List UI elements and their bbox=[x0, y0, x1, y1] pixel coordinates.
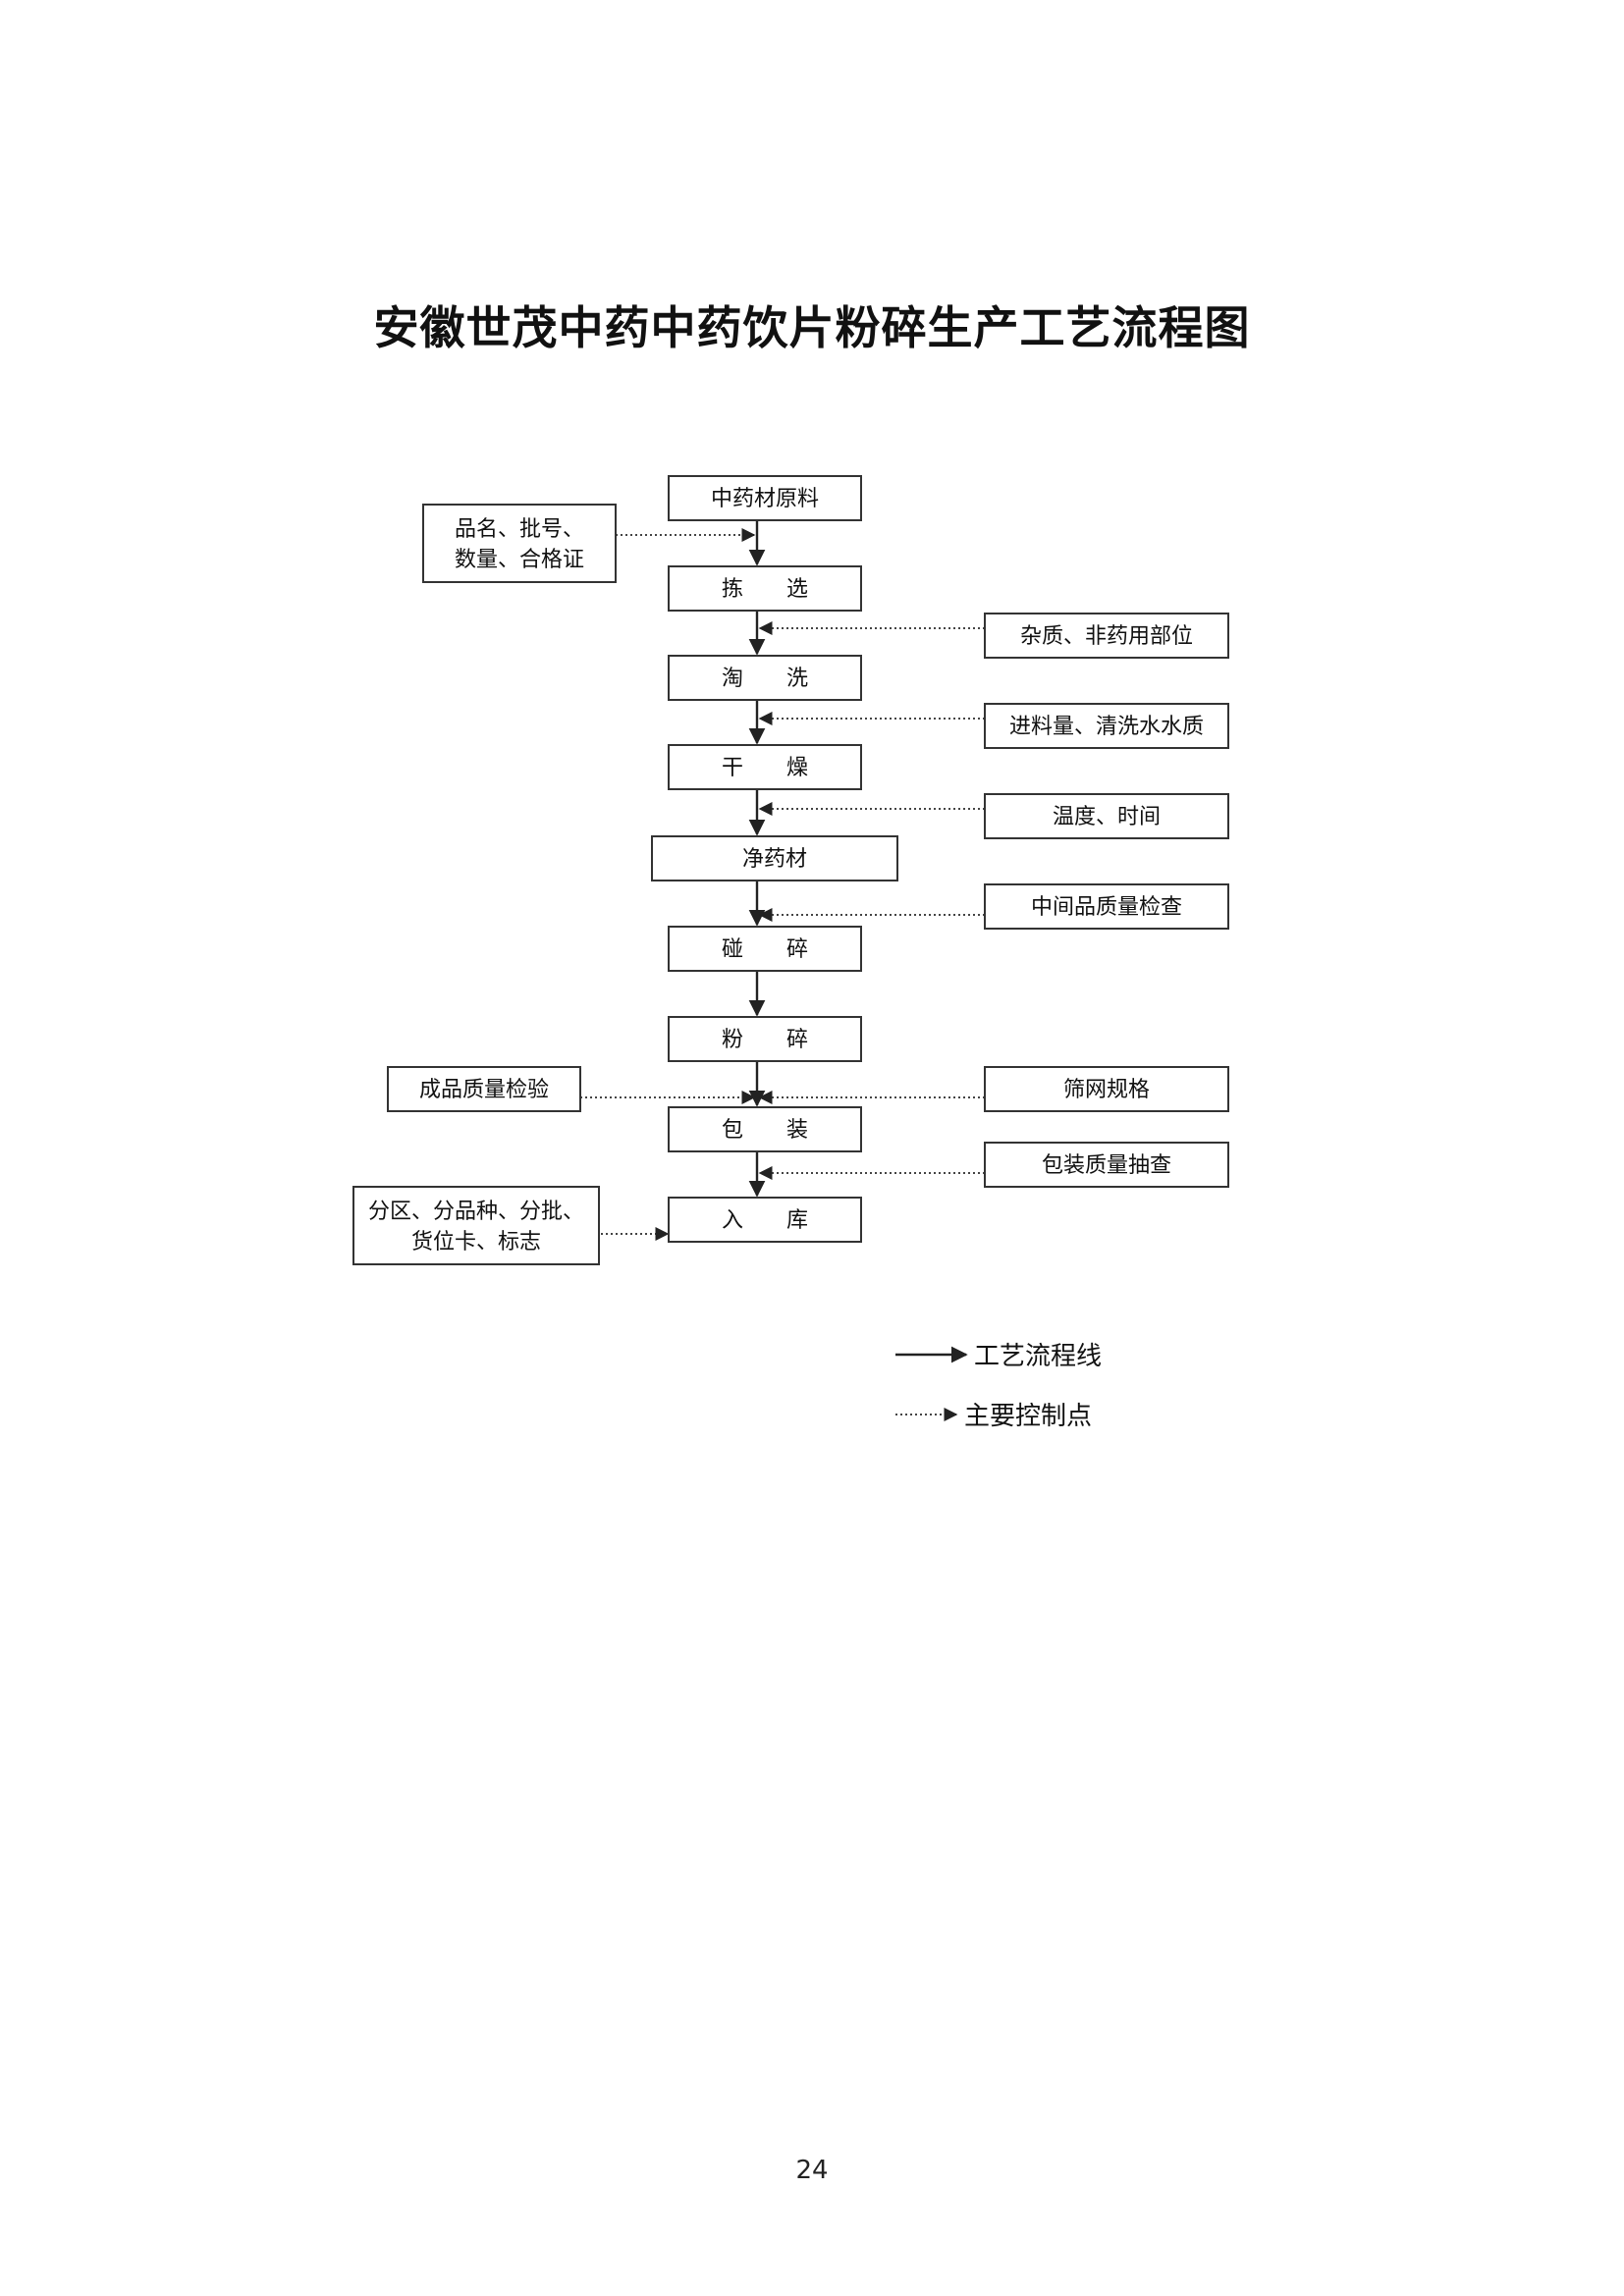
control-pack-check: 包装质量抽查 bbox=[984, 1142, 1229, 1188]
step-packing: 包 装 bbox=[668, 1106, 862, 1152]
step-label: 干 燥 bbox=[722, 756, 808, 780]
legend-control-point-label: 主要控制点 bbox=[964, 1402, 1092, 1431]
control-storage-info: 分区、分品种、分批、 货位卡、标志 bbox=[352, 1186, 600, 1265]
step-storage: 入 库 bbox=[668, 1197, 862, 1243]
control-input-info: 品名、批号、 数量、合格证 bbox=[422, 504, 617, 583]
control-label: 筛网规格 bbox=[1063, 1078, 1150, 1102]
step-label: 净药材 bbox=[742, 847, 807, 872]
diagram-title: 安徽世茂中药中药饮片粉碎生产工艺流程图 bbox=[373, 301, 1251, 354]
step-clean-material: 净药材 bbox=[651, 835, 898, 881]
control-wash-params: 进料量、清洗水水质 bbox=[984, 703, 1229, 749]
step-washing: 淘 洗 bbox=[668, 655, 862, 701]
legend: 工艺流程线 主要控制点 bbox=[895, 1342, 1102, 1431]
legend-process-line-label: 工艺流程线 bbox=[974, 1342, 1102, 1371]
control-label-line-1: 品名、批号、 bbox=[455, 517, 584, 542]
control-point-lines bbox=[580, 528, 985, 1241]
step-label: 拣 选 bbox=[722, 577, 808, 602]
step-label: 入 库 bbox=[722, 1208, 808, 1233]
page-number: 24 bbox=[795, 2156, 829, 2185]
step-label: 中药材原料 bbox=[711, 487, 819, 511]
control-label-line-2: 数量、合格证 bbox=[455, 548, 584, 572]
process-steps: 中药材原料 拣 选 淘 洗 干 燥 净药材 碰 碎 粉 碎 包 装 bbox=[651, 475, 898, 1243]
control-label: 温度、时间 bbox=[1053, 805, 1161, 829]
control-label: 进料量、清洗水水质 bbox=[1009, 715, 1204, 739]
control-sieve-spec: 筛网规格 bbox=[984, 1066, 1229, 1112]
control-intermediate-check: 中间品质量检查 bbox=[984, 883, 1229, 930]
control-impurities: 杂质、非药用部位 bbox=[984, 613, 1229, 659]
control-label: 杂质、非药用部位 bbox=[1020, 624, 1193, 649]
control-final-inspection: 成品质量检验 bbox=[387, 1066, 581, 1112]
step-label: 淘 洗 bbox=[722, 667, 808, 691]
step-label: 包 装 bbox=[722, 1118, 808, 1143]
step-picking: 拣 选 bbox=[668, 565, 862, 612]
step-raw-material: 中药材原料 bbox=[668, 475, 862, 521]
step-label: 粉 碎 bbox=[722, 1028, 808, 1052]
step-drying: 干 燥 bbox=[668, 744, 862, 790]
step-label: 碰 碎 bbox=[722, 937, 808, 962]
control-label-line-2: 货位卡、标志 bbox=[411, 1230, 541, 1255]
step-grinding: 粉 碎 bbox=[668, 1016, 862, 1062]
step-crushing: 碰 碎 bbox=[668, 926, 862, 972]
control-dry-params: 温度、时间 bbox=[984, 793, 1229, 839]
control-label: 包装质量抽查 bbox=[1042, 1153, 1171, 1178]
control-label: 中间品质量检查 bbox=[1031, 895, 1182, 920]
control-points: 品名、批号、 数量、合格证 杂质、非药用部位 进料量、清洗水水质 温度、时间 中… bbox=[352, 504, 1229, 1265]
control-label: 成品质量检验 bbox=[419, 1078, 549, 1102]
control-label-line-1: 分区、分品种、分批、 bbox=[368, 1200, 584, 1224]
